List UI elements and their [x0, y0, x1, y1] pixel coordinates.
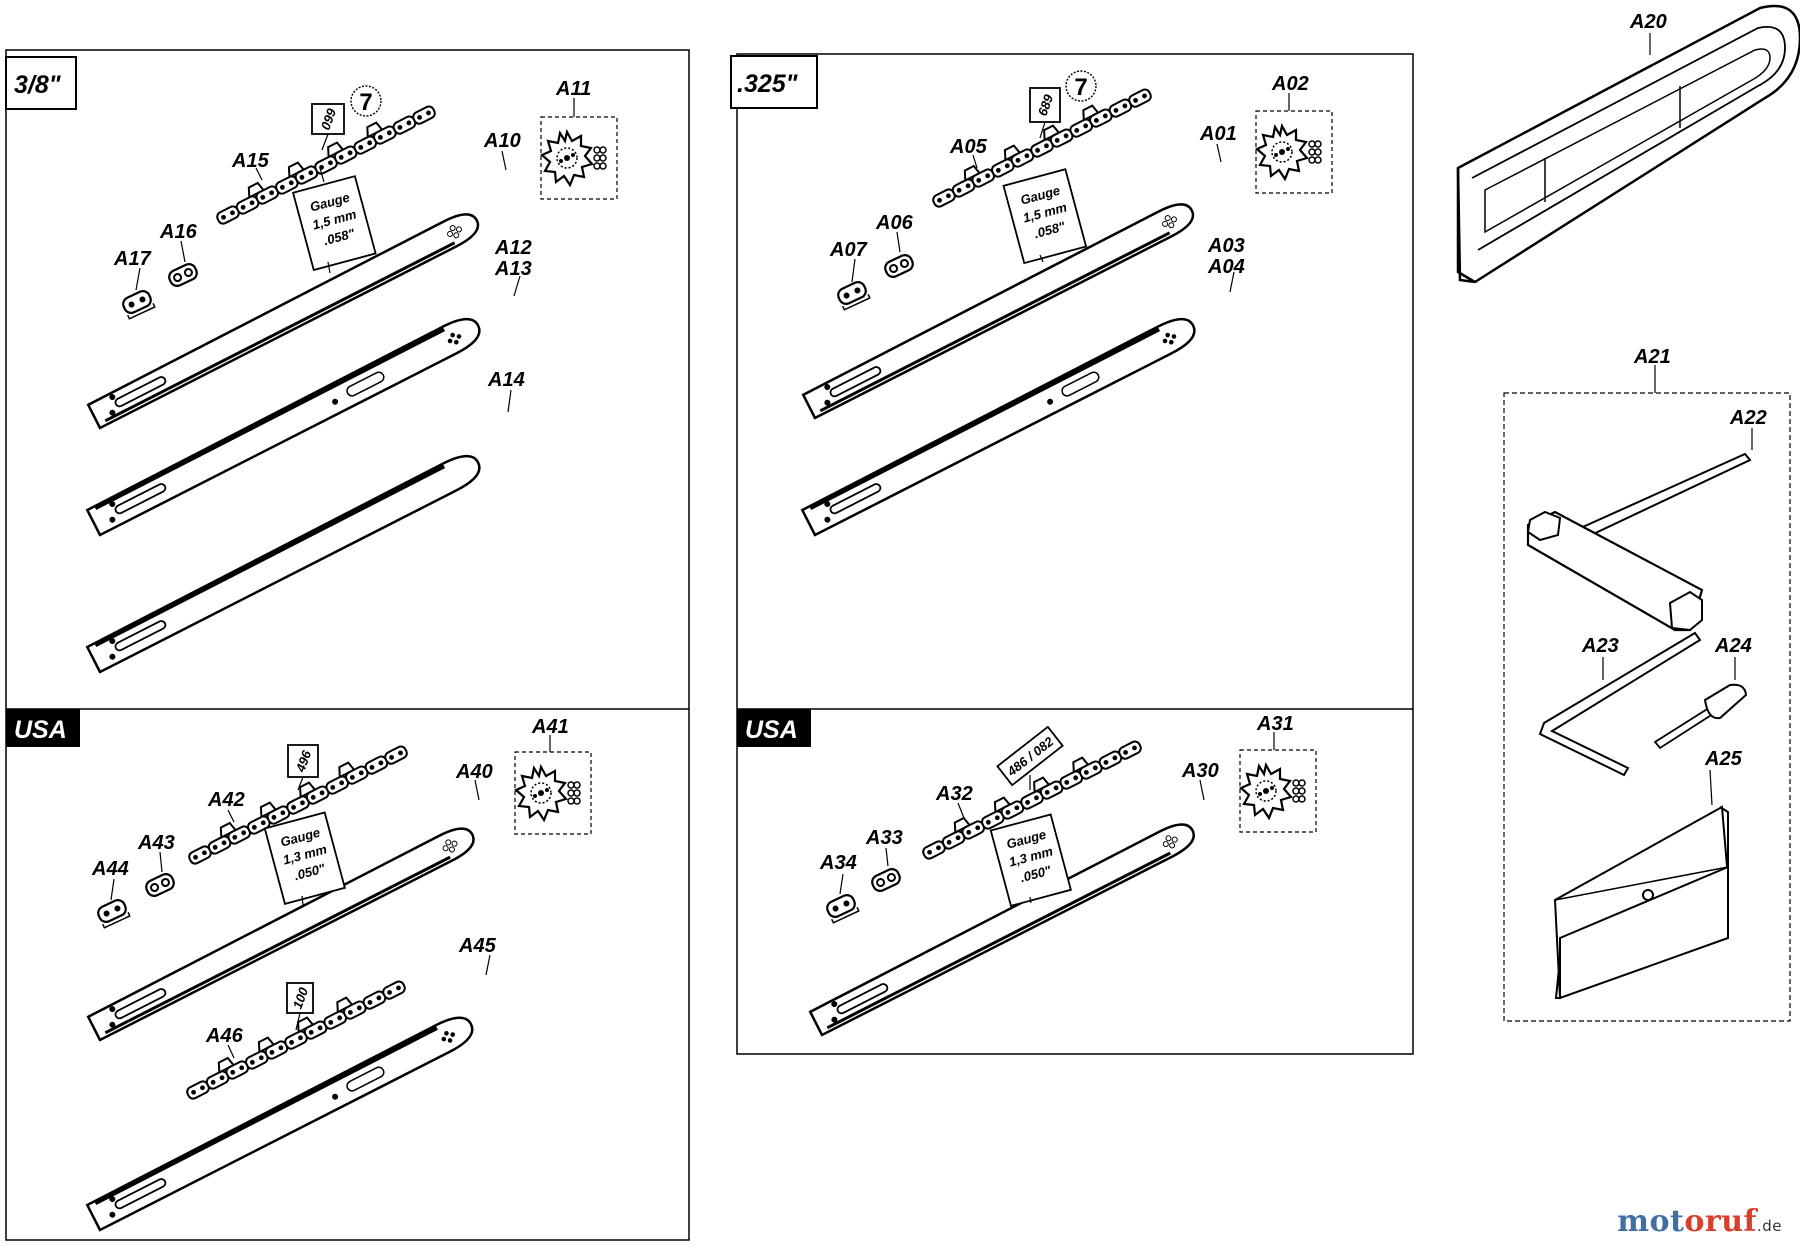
- label-a07: A07: [829, 239, 868, 261]
- label-a44: A44: [91, 858, 129, 880]
- label-a02: A02: [1271, 73, 1309, 95]
- bar-a01: [801, 203, 1195, 420]
- label-a06: A06: [875, 212, 914, 234]
- label-a42: A42: [207, 789, 245, 811]
- link-a34: [823, 891, 860, 924]
- link-a16: [165, 260, 201, 290]
- badge-7-p2-text: 7: [1074, 74, 1087, 101]
- leader-a25: [1709, 769, 1713, 806]
- leaders-p4: [839, 732, 1275, 895]
- label-a17: A17: [113, 248, 152, 270]
- link-a06: [881, 251, 917, 281]
- label-a34: A34: [819, 852, 857, 874]
- leaders-p2: [851, 93, 1290, 293]
- header-usa-mid-text: USA: [745, 716, 798, 744]
- label-a05: A05: [949, 136, 988, 158]
- label-a14: A14: [487, 369, 525, 391]
- sprocket-a31: [1239, 749, 1317, 833]
- tool-kit-a21: [1503, 365, 1791, 1022]
- pouch-a25: [1553, 805, 1730, 1000]
- label-a46: A46: [205, 1025, 244, 1047]
- link-a44: [94, 896, 131, 929]
- gauge-box-p4: Gauge 1,3 mm .050": [989, 813, 1072, 907]
- link-a43: [142, 870, 178, 900]
- header-325: .325": [730, 55, 818, 109]
- scabbard-a20: [1456, 4, 1800, 284]
- label-a45: A45: [458, 935, 497, 957]
- screwdriver-a24: [1653, 683, 1748, 750]
- label-a32: A32: [935, 783, 973, 805]
- header-325-text: .325": [737, 70, 799, 98]
- label-a23: A23: [1581, 635, 1619, 657]
- header-usa-mid: USA: [737, 709, 811, 747]
- label-a22: A22: [1729, 407, 1767, 429]
- label-a21: A21: [1633, 346, 1671, 368]
- link-a07: [834, 278, 871, 311]
- watermark-part2: oruf: [1684, 1204, 1757, 1239]
- sprocket-a02: [1255, 110, 1333, 194]
- label-a11: A11: [555, 78, 591, 100]
- badge-7-p2: 7: [1065, 70, 1097, 102]
- label-a25: A25: [1704, 748, 1743, 770]
- watermark-part1: mot: [1617, 1204, 1685, 1239]
- label-a16: A16: [159, 221, 198, 243]
- wrench-a22: [1526, 452, 1752, 632]
- panel-middle-frame: [736, 53, 1414, 1055]
- gauge-box-p3: Gauge 1,3 mm .050": [263, 811, 346, 906]
- chain-code-p3: 496: [287, 744, 319, 791]
- badge-7-p1: 7: [350, 85, 382, 117]
- bar-a45: [85, 1016, 474, 1232]
- label-a40: A40: [455, 761, 493, 783]
- label-a15: A15: [231, 150, 270, 172]
- panel-left-frame: [5, 49, 690, 1241]
- bar-a14: [85, 454, 481, 674]
- bar-a30: [808, 823, 1195, 1037]
- badge-7-p1-text: 7: [359, 89, 372, 116]
- bar-a03-a04: [800, 317, 1196, 537]
- chain-code-p1: 099: [311, 103, 345, 151]
- label-a33: A33: [865, 827, 903, 849]
- bar-a10: [86, 213, 480, 430]
- header-3-8: 3/8": [5, 56, 77, 110]
- label-a04: A04: [1207, 256, 1245, 278]
- sprocket-a11: [540, 116, 618, 200]
- label-a24: A24: [1714, 635, 1752, 657]
- label-a03: A03: [1207, 235, 1245, 257]
- link-a33: [868, 865, 904, 895]
- label-a30: A30: [1181, 760, 1219, 782]
- label-a12: A12: [494, 237, 532, 259]
- header-3-8-text: 3/8": [14, 71, 62, 99]
- gauge-box-p2: Gauge 1,5 mm .058": [1002, 168, 1088, 265]
- bar-a40: [86, 827, 475, 1042]
- header-usa-left: USA: [6, 709, 80, 747]
- watermark-suffix: .de: [1756, 1217, 1782, 1235]
- chain-code-p2: 689: [1029, 87, 1061, 139]
- chain-code-p4: 486 / 082: [996, 725, 1064, 790]
- header-usa-left-text: USA: [14, 716, 67, 744]
- link-a17: [119, 287, 156, 320]
- label-a20: A20: [1629, 11, 1667, 33]
- leaders-p1: [135, 98, 575, 413]
- watermark-logo: motoruf.de: [1617, 1204, 1782, 1239]
- label-a10: A10: [483, 130, 521, 152]
- hex-key-a23: [1538, 631, 1702, 777]
- panel-frames: [5, 49, 1414, 1241]
- chain-code-p1-text: 099: [318, 106, 340, 132]
- label-a41: A41: [531, 716, 569, 738]
- chain-code-p2-text: 689: [1035, 92, 1057, 118]
- gauge-box-p1: Gauge 1,5 mm .058": [291, 167, 377, 274]
- bar-a12-a13: [85, 317, 481, 537]
- label-a13: A13: [494, 258, 532, 280]
- leaders-p3: [110, 735, 551, 1059]
- chain-code-p5: 100: [286, 982, 314, 1031]
- label-a01: A01: [1199, 123, 1237, 145]
- sprocket-a41: [514, 751, 592, 835]
- label-a31: A31: [1256, 713, 1294, 735]
- chain-code-p5-text: 100: [290, 985, 312, 1011]
- label-a43: A43: [137, 832, 175, 854]
